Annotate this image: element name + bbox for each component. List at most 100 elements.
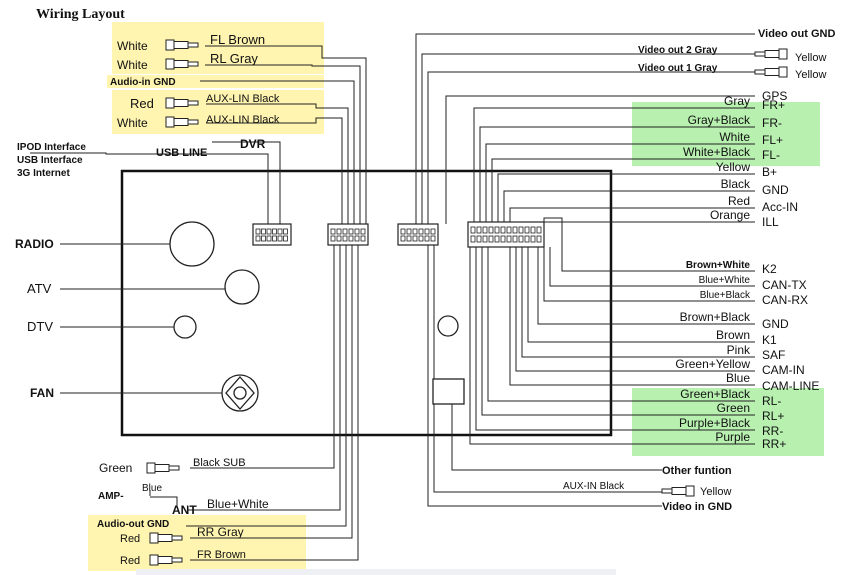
wire-signal-label: Acc-IN — [762, 200, 798, 214]
connector-pin — [342, 235, 348, 242]
connector-pin — [277, 235, 283, 242]
connector-pin — [272, 228, 277, 235]
connector-pin — [418, 228, 424, 235]
connector-pin — [470, 235, 476, 243]
footer-strip — [136, 569, 616, 575]
wire-color-label: White+Black — [683, 145, 751, 159]
connector-pin — [354, 228, 360, 235]
video-out2-label: Video out 2 Gray — [638, 45, 718, 56]
ant-wire-label: Blue+White — [207, 497, 269, 511]
wire-signal-label: CAN-TX — [762, 278, 807, 292]
connector-pin — [336, 228, 342, 235]
wires-main-connector — [469, 107, 755, 445]
connector-pin — [530, 226, 536, 234]
connector-pin — [470, 226, 476, 234]
sub-color-label: Green — [99, 461, 132, 475]
wire-line — [521, 247, 755, 358]
gps-jack-icon — [437, 315, 459, 337]
wire-color-label: Black — [721, 177, 751, 191]
connector-pin — [406, 228, 412, 235]
connector-pin — [500, 235, 506, 243]
connector-pin — [476, 226, 482, 234]
wire-color-label: Brown — [716, 328, 750, 342]
rca-plug-icon — [149, 532, 183, 544]
connector-pin — [488, 235, 494, 243]
wire-signal-label: FR+ — [762, 98, 785, 112]
zone-audio-out — [88, 515, 306, 571]
wire-signal-label: K1 — [762, 333, 777, 347]
aux-in-label: AUX-IN Black — [563, 481, 625, 492]
wire-signal-label: CAM-LINE — [762, 379, 819, 393]
ant-label: ANT — [172, 503, 197, 517]
connector-pin — [518, 226, 524, 234]
connector-pin — [360, 228, 366, 235]
interface-label: USB Interface — [17, 155, 83, 166]
wire-signal-label: CAM-IN — [762, 363, 805, 377]
connector-pin — [536, 226, 542, 234]
rca-plug-icon — [661, 485, 695, 497]
wire-line — [503, 190, 755, 222]
connector-pin — [283, 228, 288, 235]
wire-line — [537, 247, 755, 325]
wire-line — [473, 107, 755, 222]
right-top-labels: Video out GND Video out 2 Gray Yellow Vi… — [638, 28, 835, 103]
wire-line — [527, 247, 755, 343]
usb-connector — [252, 223, 292, 246]
connector-pin — [261, 235, 266, 242]
wire-signal-label: RR- — [762, 424, 783, 438]
wire-color-label: Blue — [726, 371, 750, 385]
zone-speakers-rear — [632, 388, 824, 456]
wire-color-label: Red — [120, 555, 140, 567]
wire-line — [491, 158, 755, 222]
other-function-label: Other funtion — [662, 465, 732, 477]
wire-color-label: Purple — [715, 430, 750, 444]
left-top-labels: White FL Brown White RL Gray Audio-in GN… — [110, 32, 280, 130]
wire-color-label: White — [117, 39, 148, 53]
wire-line — [479, 126, 755, 222]
amp-wire-label: Blue — [142, 483, 162, 494]
other-function-port — [432, 378, 465, 405]
wire-color-label: Purple+Black — [679, 416, 751, 430]
connector-pin — [348, 228, 354, 235]
wire-signal-label: RR+ — [762, 437, 786, 451]
connector-pin — [330, 235, 336, 242]
wire-color-label: Blue+Black — [700, 290, 751, 301]
connector-pin — [277, 228, 283, 235]
amp-label: AMP- — [98, 491, 124, 502]
fan-label: FAN — [30, 386, 54, 400]
connector-pin — [283, 235, 288, 242]
wire-signal-label: ILL — [762, 215, 779, 229]
wire-signal-label: RL Gray — [210, 51, 258, 66]
dtv-jack-icon — [173, 315, 197, 339]
rca-color-label: Yellow — [795, 52, 826, 64]
rca-plug-icon — [165, 58, 199, 70]
zone-aux-lin — [112, 90, 324, 134]
audio-in-gnd-label: Audio-in GND — [110, 77, 176, 88]
page-title: Wiring Layout — [36, 7, 125, 22]
connector-pin — [476, 235, 482, 243]
wire-color-label: Red — [130, 96, 154, 111]
wire-signal-label: FL+ — [762, 133, 783, 147]
wire-color-label: Orange — [710, 208, 750, 222]
video-out-gnd-label: Video out GND — [758, 28, 835, 40]
sub-wire-label: Black SUB — [193, 457, 246, 469]
wire-signal-label: GND — [762, 317, 789, 331]
connector-pin — [506, 235, 512, 243]
wire-line — [469, 247, 755, 445]
wire-color-label: Green+Yellow — [675, 357, 750, 371]
wire-signal-label: FL- — [762, 148, 780, 162]
wire-signal-label: B+ — [762, 165, 777, 179]
connector-pin — [400, 235, 406, 242]
wires-right — [415, 33, 755, 507]
wire-line — [515, 247, 755, 372]
rca-plug-icon — [165, 116, 199, 128]
rca-color-label: Yellow — [795, 69, 826, 81]
wire-signal-label: AUX-LIN Black — [206, 93, 280, 105]
wire-signal-label: GND — [762, 183, 789, 197]
highlight-zones — [88, 22, 824, 571]
right-bottom-labels: Other funtion AUX-IN Black Yellow Video … — [563, 465, 732, 513]
dvr-label: DVR — [240, 137, 266, 151]
wire-color-label: Green — [717, 401, 750, 415]
audio-out-gnd-label: Audio-out GND — [97, 519, 169, 530]
rca-plug-icon — [165, 97, 199, 109]
